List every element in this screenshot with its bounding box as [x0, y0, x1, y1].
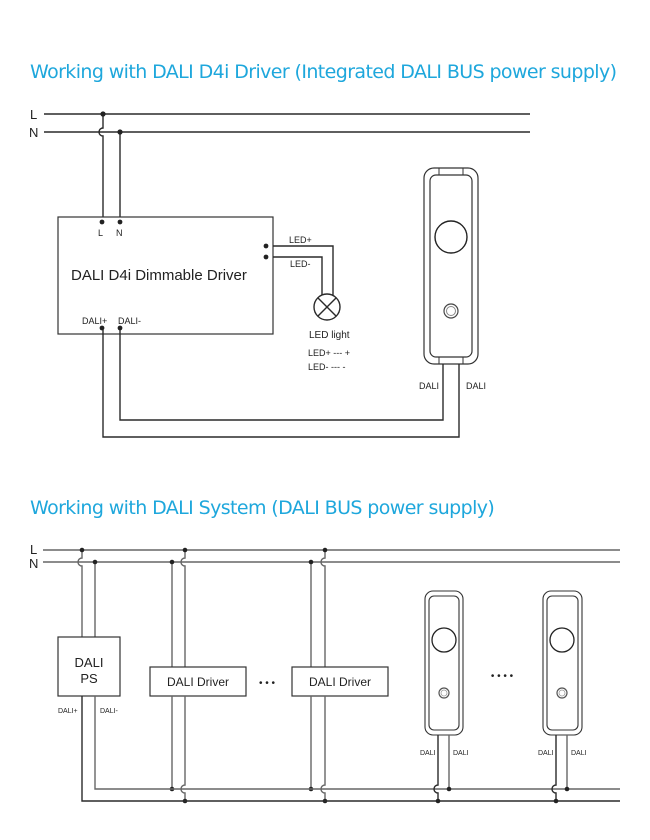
d2-line-label: L	[30, 542, 37, 557]
d2-sensor2-junction-a	[553, 798, 559, 804]
d2-dali-minus-bus	[94, 696, 620, 790]
dali-ps-box	[57, 636, 121, 697]
d1-dali-plus-dot	[99, 325, 105, 331]
d2-ps-l-wire	[77, 550, 83, 637]
driver-ellipsis: • • •	[259, 678, 276, 689]
d1-dali-minus-dot	[117, 325, 123, 331]
dali-driver-box-2	[291, 666, 389, 697]
d1-led-minus-label: LED-	[290, 259, 311, 269]
d2-driver1-n-junction	[169, 559, 175, 565]
d2-neutral-label: N	[29, 556, 38, 571]
d1-junction-n	[117, 129, 123, 135]
d1-led-plus-wire	[273, 245, 334, 295]
led-legend-plus: LED+ --- +	[308, 348, 350, 358]
d2-sensor1-junction-b	[446, 786, 452, 792]
d2-sensor2-wire-a	[551, 735, 557, 801]
d2-sensor1-wire-a	[433, 735, 439, 801]
d1-terminal-n-dot	[117, 219, 123, 225]
d2-ps-dali-plus-label: DALI+	[58, 708, 78, 715]
d2-driver1-l-wire	[180, 550, 186, 667]
d4i-driver-box	[57, 216, 274, 335]
d2-sensor2-dali-right: DALI	[571, 750, 587, 757]
d1-led-minus-wire	[273, 256, 323, 295]
diagram2-title: Working with DALI System (DALI BUS power…	[30, 497, 495, 519]
d1-dali-minus-bus	[119, 330, 444, 421]
d1-sensor-dali-left: DALI	[419, 381, 439, 391]
dali-ps-label-1: DALI	[75, 655, 104, 670]
d2-sensor1-icon	[424, 590, 464, 736]
d1-driver-l-wire	[98, 114, 104, 222]
d2-sensor2-dali-left: DALI	[538, 750, 554, 757]
d1-junction-l	[100, 111, 106, 117]
d2-driver1-dali-b	[180, 696, 186, 801]
d4i-driver-label: DALI D4i Dimmable Driver	[71, 267, 247, 284]
d1-terminal-n-label: N	[116, 228, 123, 238]
d1-led-plus-dot	[263, 243, 269, 249]
d2-driver2-n-junction	[308, 559, 314, 565]
d1-led-minus-dot	[263, 254, 269, 260]
d1-terminal-l-dot	[99, 219, 105, 225]
dali-driver-label-1: DALI Driver	[167, 675, 229, 689]
led-legend-minus: LED- --- -	[308, 362, 346, 372]
d2-sensor2-junction-b	[564, 786, 570, 792]
d2-driver2-dali-b	[320, 696, 326, 801]
d2-driver2-l-wire	[320, 550, 326, 667]
d2-dali-plus-bus	[81, 696, 620, 802]
d1-terminal-l-label: L	[98, 228, 103, 238]
d1-line-label: L	[30, 107, 37, 122]
d1-sensor-dali-right: DALI	[466, 381, 486, 391]
d2-sensor1-dali-left: DALI	[420, 750, 436, 757]
sensor-ellipsis: • • • •	[491, 671, 514, 682]
d2-driver1-l-junction	[182, 547, 188, 553]
d1-dali-minus-label: DALI-	[118, 316, 141, 326]
diagram1: L N L N DALI D4i Dimmable Driver DALI+ D…	[29, 107, 530, 438]
diagram1-title: Working with DALI D4i Driver (Integrated…	[30, 61, 617, 83]
led-light-icon	[313, 293, 341, 321]
d2-sensor1-dali-right: DALI	[453, 750, 469, 757]
d1-dali-plus-bus	[102, 330, 460, 438]
dali-driver-label-2: DALI Driver	[309, 675, 371, 689]
d2-sensor1-junction-a	[435, 798, 441, 804]
d2-ps-n-junction	[92, 559, 98, 565]
d1-sensor-icon	[423, 167, 479, 365]
d2-driver2-l-junction	[322, 547, 328, 553]
d2-ps-l-junction	[79, 547, 85, 553]
dali-ps-label-2: PS	[80, 671, 98, 686]
dali-driver-box-1	[149, 666, 247, 697]
led-light-label: LED light	[309, 330, 350, 341]
d1-led-plus-label: LED+	[289, 235, 312, 245]
diagram2: L N DALI PS DALI+ DALI- DALI Driver • • …	[29, 542, 620, 804]
d2-sensor2-icon	[542, 590, 583, 736]
d2-ps-dali-minus-label: DALI-	[100, 708, 119, 715]
d1-neutral-label: N	[29, 125, 38, 140]
d1-dali-plus-label: DALI+	[82, 316, 107, 326]
